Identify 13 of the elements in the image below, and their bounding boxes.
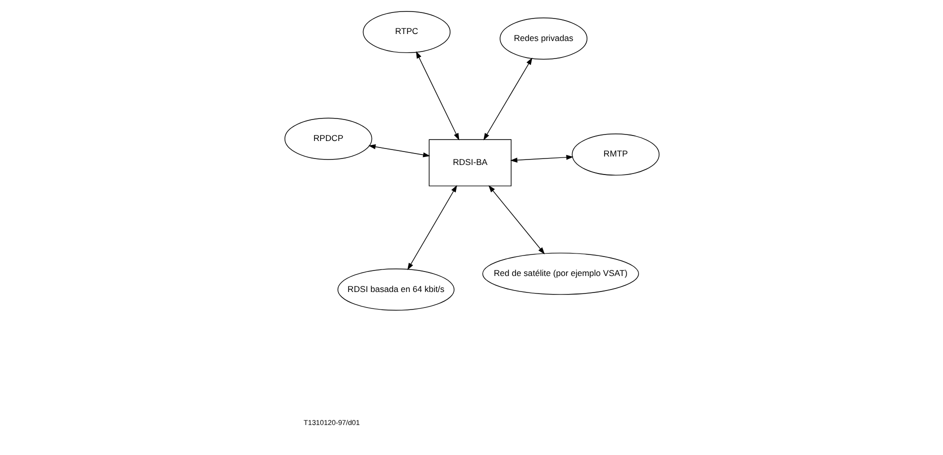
node-ellipse: Red de satélite (por ejemplo VSAT) xyxy=(482,252,638,295)
arrow xyxy=(415,51,459,140)
node-ellipse: Redes privadas xyxy=(499,18,587,60)
node-ellipse: RPDCP xyxy=(284,118,372,160)
node-ellipse: RTPC xyxy=(362,11,450,54)
arrow xyxy=(406,185,457,270)
arrow xyxy=(482,58,532,140)
node-ellipse: RDSI basada en 64 kbit/s xyxy=(337,268,454,311)
arrow xyxy=(510,154,573,163)
node-box: RDSI-BA xyxy=(428,139,512,186)
node-ellipse: RMTP xyxy=(571,133,659,176)
arrow xyxy=(488,185,544,254)
arrow xyxy=(368,144,430,158)
